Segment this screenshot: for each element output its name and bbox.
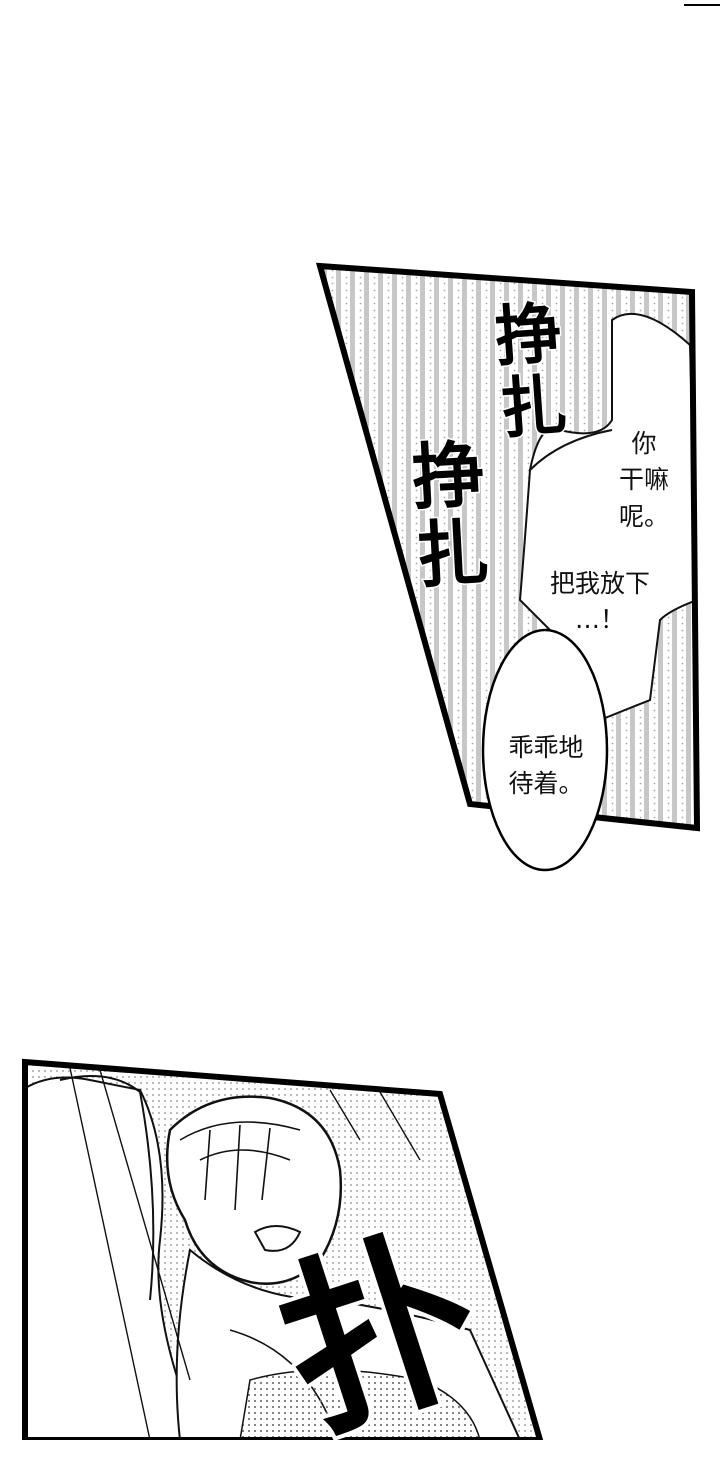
sfx-struggle-2: 挣扎 xyxy=(396,434,491,597)
bottom-panel xyxy=(22,1058,544,1440)
dialogue-bubble-2: 把我放下 …！ xyxy=(549,569,650,635)
dialogue-bubble-3: 乖乖地 待着。 xyxy=(508,733,584,799)
speech-bubble-3 xyxy=(481,628,609,872)
corner-rule xyxy=(684,0,720,6)
sfx-struggle-1: 挣扎 xyxy=(481,296,571,448)
dialogue-bubble-1: 你 干嘛 呢。 xyxy=(618,429,669,531)
